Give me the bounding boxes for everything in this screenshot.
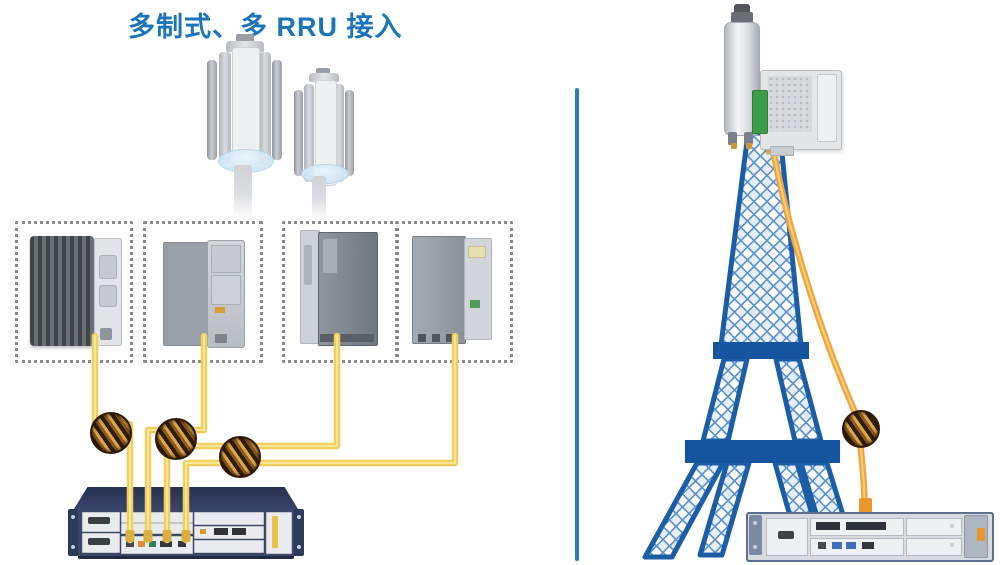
rru-module [211,275,241,305]
antenna-top-nub [236,34,254,43]
antenna-cap [731,12,753,24]
rru-module [211,245,241,273]
rru-body [412,236,466,344]
section-divider-line [575,88,579,561]
screw-hole [753,545,757,549]
bbu-module [214,528,228,535]
antenna-slat [334,84,344,182]
screw-hole [71,545,75,549]
rru-port [432,334,440,342]
bbu-card [121,512,193,523]
rru-fins [30,236,94,346]
bbu-mount-ear [68,509,79,556]
bbu-card [121,523,193,534]
antenna-connector [744,132,753,145]
screw-hole [297,515,301,519]
antenna-cap [226,41,264,52]
antenna-slat [294,90,303,176]
rru-port [418,334,426,342]
bbu-port [818,542,826,549]
screw-hole [950,543,954,547]
antenna-tip [734,4,750,14]
warning-label [200,529,206,534]
rru-heat-grid [768,76,812,132]
rru-label [468,246,486,258]
antenna-slat [272,60,282,160]
bbu-port [126,541,134,547]
bbu-port [88,517,110,524]
bbu-blank-plate [194,540,264,553]
rru-box-1 [15,221,133,363]
rru-backplate [163,242,211,346]
antenna-slat [207,60,217,160]
antenna-slat [219,52,231,164]
rru-port [100,328,112,340]
antenna-pole [312,176,326,220]
rru-side-panel [817,74,837,142]
antenna-slat [259,52,271,164]
rru-port [770,146,794,156]
bbu-module [816,522,840,530]
bbu-blank-plate [194,512,264,525]
fiber-cable-orange [769,145,869,516]
bbu-module [232,528,246,535]
bbu-orange-tab [977,528,985,541]
rru-port-strip [320,334,374,342]
fiber-coil-icon [842,410,880,448]
fiber-coil-icon [90,412,132,454]
fiber-coil-icon [155,418,197,460]
antenna-panel [315,80,337,186]
bbu-port [832,542,842,549]
antenna-slat [345,90,354,176]
tower-platform [685,440,840,463]
bbu-port [846,542,856,549]
antenna-cap [309,73,339,82]
rru-led [470,300,480,308]
antenna-top-nub [316,68,330,75]
rru-port [446,334,454,342]
rru-connector [99,285,117,307]
rru-connector [99,255,117,279]
screw-hole [71,515,75,519]
rru-module [322,238,338,274]
bbu-mount-ear [749,515,762,555]
bbu-port [778,531,794,539]
bbu-blank-plate [906,538,962,556]
screw-hole [950,524,954,528]
tower-platform [713,342,809,359]
bbu-port [88,538,110,545]
antenna-pole [234,165,252,218]
bbu-label-stripe [272,516,278,548]
antenna-slat [304,84,314,182]
rru-slot [304,245,312,285]
bbu-top-face [74,487,298,509]
rru-green-connector [752,90,768,134]
page-title: 多制式、多 RRU 接入 [128,12,403,42]
screw-hole [297,545,301,549]
rru-label [215,307,225,313]
antenna-connector [731,143,737,149]
bbu-blank-plate [906,518,962,536]
antenna-connector [728,132,737,145]
bbu-module [846,522,886,530]
bbu-card [266,512,292,554]
bbu-port [178,541,186,547]
bbu-port [160,541,172,547]
bbu-port [138,541,145,547]
screw-hole [753,521,757,525]
bbu-port [149,541,156,547]
fiber-coil-icon [219,436,261,478]
rru-port [215,334,227,343]
antenna-connector [746,143,752,149]
bbu-port [862,542,874,549]
